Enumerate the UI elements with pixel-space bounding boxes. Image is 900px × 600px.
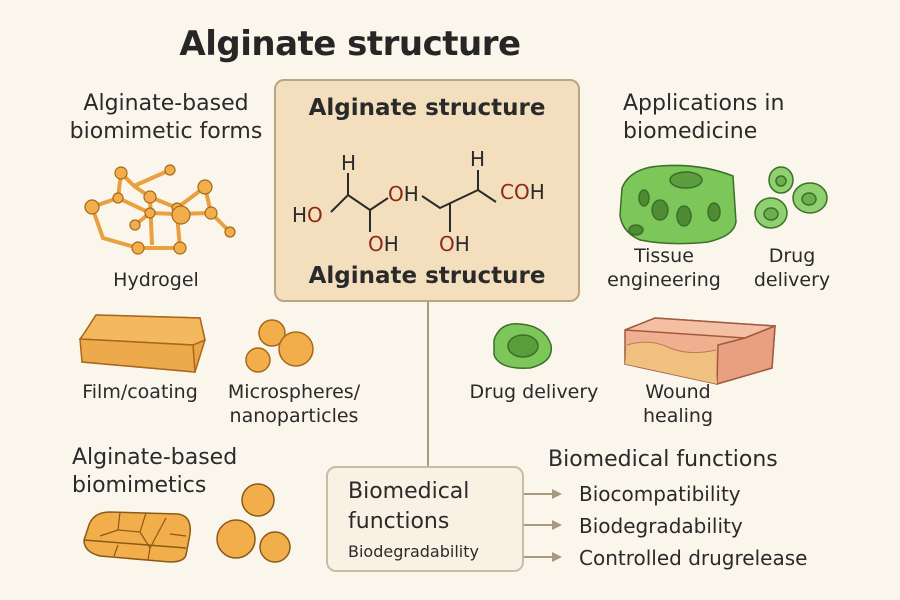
biomimetics-heading-line2: biomimetics: [72, 473, 207, 498]
drug-delivery-label-top: Drug delivery: [742, 244, 842, 292]
func-box-line3: Biodegradability: [348, 542, 479, 561]
tile-slab-icon: [83, 511, 191, 563]
microspheres-label-line2: nanoparticles: [229, 405, 359, 427]
arrow-controlled-release: [524, 552, 562, 562]
tissue-label-line2: engineering: [607, 269, 721, 291]
formula-oh-mid: OH: [388, 182, 419, 206]
biomimetics-heading-line1: Alginate-based: [72, 445, 238, 470]
functions-list-heading: Biomedical functions: [548, 447, 778, 472]
hydrogel-label: Hydrogel: [113, 269, 199, 291]
wound-label-line2: healing: [642, 405, 714, 427]
page-title: Alginate structure: [179, 24, 521, 64]
func-box-line1: Biomedical: [348, 479, 470, 504]
biomimetics-heading: Alginate-based biomimetics: [72, 444, 237, 500]
function-item-controlled-release: Controlled drugrelease: [579, 546, 808, 570]
arrow-biocompatibility: [524, 489, 562, 499]
left-section-heading: Alginate-based biomimetic forms: [66, 90, 266, 146]
microspheres-label-line1: Microspheres/: [227, 381, 361, 403]
drug-label-line2: delivery: [753, 269, 831, 291]
microspheres-icon: [245, 319, 314, 373]
wound-healing-label: Wound healing: [628, 380, 728, 428]
biomedical-functions-box: Biomedical functions Biodegradability: [326, 466, 524, 572]
function-item-biodegradability: Biodegradability: [579, 514, 743, 538]
center-box-title: Alginate structure: [308, 95, 546, 121]
func-box-line2: functions: [348, 509, 450, 534]
microspheres-label: Microspheres/ nanoparticles: [214, 380, 374, 428]
bottom-spheres-icon: [216, 483, 291, 563]
function-item-biocompatibility: Biocompatibility: [579, 482, 741, 506]
film-coating-label: Film/coating: [82, 381, 198, 403]
left-heading-line2: biomimetic forms: [69, 119, 263, 144]
drug-delivery-label: Drug delivery: [469, 381, 599, 403]
left-heading-line1: Alginate-based: [83, 91, 249, 116]
right-section-heading: Applications in biomedicine: [623, 90, 784, 146]
cell-icon: [493, 323, 553, 369]
drug-label-line1: Drug: [768, 245, 816, 267]
film-slab-icon: [78, 314, 206, 373]
formula-coh: COH: [500, 180, 545, 204]
skin-layer-icon: [624, 317, 776, 386]
arrow-biodegradability: [524, 520, 562, 530]
formula-ho: HO: [292, 203, 323, 227]
cells-icon: [754, 166, 828, 229]
formula-h-right: H: [470, 147, 485, 171]
right-heading-line2: biomedicine: [623, 119, 758, 144]
formula-oh-bottom-left: OH: [368, 232, 399, 256]
right-heading-line1: Applications in: [623, 91, 785, 116]
center-box-subtitle: Alginate structure: [308, 263, 546, 289]
tissue-label-line1: Tissue: [634, 245, 694, 267]
formula-h-left: H: [341, 151, 356, 175]
formula-oh-bottom-right: OH: [439, 232, 470, 256]
hydrogel-network-icon: [84, 164, 236, 255]
tissue-engineering-label: Tissue engineering: [596, 244, 732, 292]
wound-label-line1: Wound: [645, 381, 711, 403]
alginate-structure-box: Alginate structure Alginate structure: [274, 79, 580, 302]
scaffold-icon: [619, 164, 737, 245]
